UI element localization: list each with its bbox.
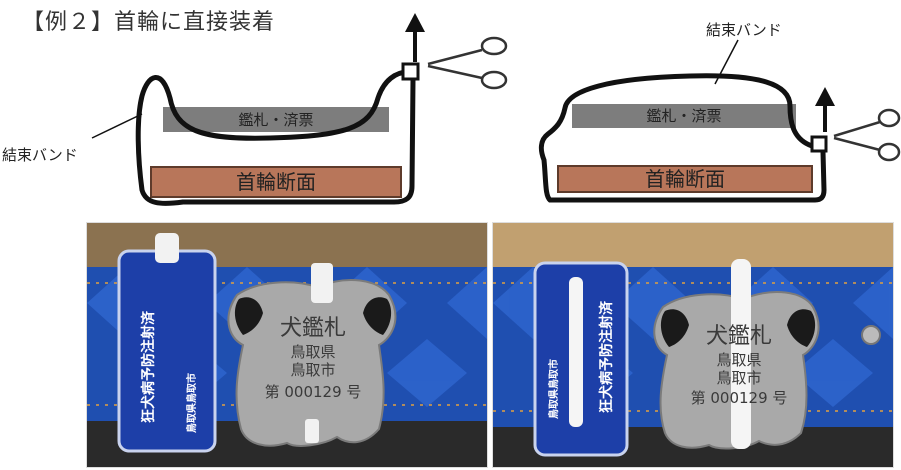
left-scissors-icon (427, 36, 508, 90)
left-photo: 狂犬病予防注射済 鳥取県鳥取市 犬鑑札 鳥取県 鳥取市 第 000129 号 (86, 222, 488, 468)
left-metal-tag (227, 279, 397, 447)
right-band-label: 結束バンド (706, 21, 782, 39)
left-diagram: 鑑札・済票 首輪断面 (91, 13, 508, 206)
right-tag-bar-label: 鑑札・済票 (646, 107, 721, 125)
left-metal-tag-line2: 鳥取県 (290, 343, 335, 361)
left-blue-tag-text-2: 鳥取県鳥取市 (185, 373, 198, 433)
left-metal-tag-line1: 犬鑑札 (280, 316, 346, 341)
left-arrow-head (405, 13, 425, 32)
right-metal-tag-line1: 犬鑑札 (706, 324, 772, 349)
left-tag-bar-label: 鑑札・済票 (238, 111, 313, 129)
left-blue-tag-text-1: 狂犬病予防注射済 (140, 310, 157, 423)
left-metal-tag-line3: 鳥取市 (290, 361, 335, 379)
right-collar-label: 首輪断面 (645, 167, 725, 191)
left-band-pointer (91, 113, 143, 139)
left-band-label: 結束バンド (2, 146, 78, 164)
right-collar-section (557, 165, 813, 193)
right-arrow-head (815, 87, 835, 106)
right-cable-tie (538, 73, 827, 203)
left-cable-tie (135, 69, 411, 206)
right-photo-illustration: 狂犬病予防注射済 鳥取県鳥取市 犬鑑札 鳥取県 鳥取市 第 000129 号 (493, 223, 893, 467)
page-title: 【例２】首輪に直接装着 (22, 10, 276, 35)
right-diagram: 鑑札・済票 首輪断面 (538, 39, 901, 203)
right-metal-tag-line3: 鳥取市 (716, 369, 761, 387)
right-scissors-icon (833, 108, 901, 162)
right-cable-tie-head (810, 135, 828, 153)
left-collar-section (150, 166, 402, 198)
right-band-pointer (714, 39, 739, 85)
right-metal-tag-number: 第 000129 号 (691, 389, 788, 407)
left-band-base (180, 77, 416, 205)
right-blue-tag-text-2: 鳥取県鳥取市 (547, 359, 560, 419)
left-photo-illustration: 狂犬病予防注射済 鳥取県鳥取市 犬鑑札 鳥取県 鳥取市 第 000129 号 (87, 223, 487, 467)
right-tag-bar (572, 104, 796, 128)
right-metal-tag-line2: 鳥取県 (716, 351, 761, 369)
right-photo: 狂犬病予防注射済 鳥取県鳥取市 犬鑑札 鳥取県 鳥取市 第 000129 号 (492, 222, 894, 468)
left-collar-label: 首輪断面 (236, 170, 316, 194)
left-blue-tag (117, 249, 217, 453)
left-metal-tag-number: 第 000129 号 (265, 383, 362, 401)
band-diagrams: 鑑札・済票 首輪断面 鑑札・済票 首輪断面 (91, 13, 901, 206)
right-blue-tag-text-1: 狂犬病予防注射済 (598, 300, 615, 413)
left-cable-tie-head (401, 62, 420, 81)
